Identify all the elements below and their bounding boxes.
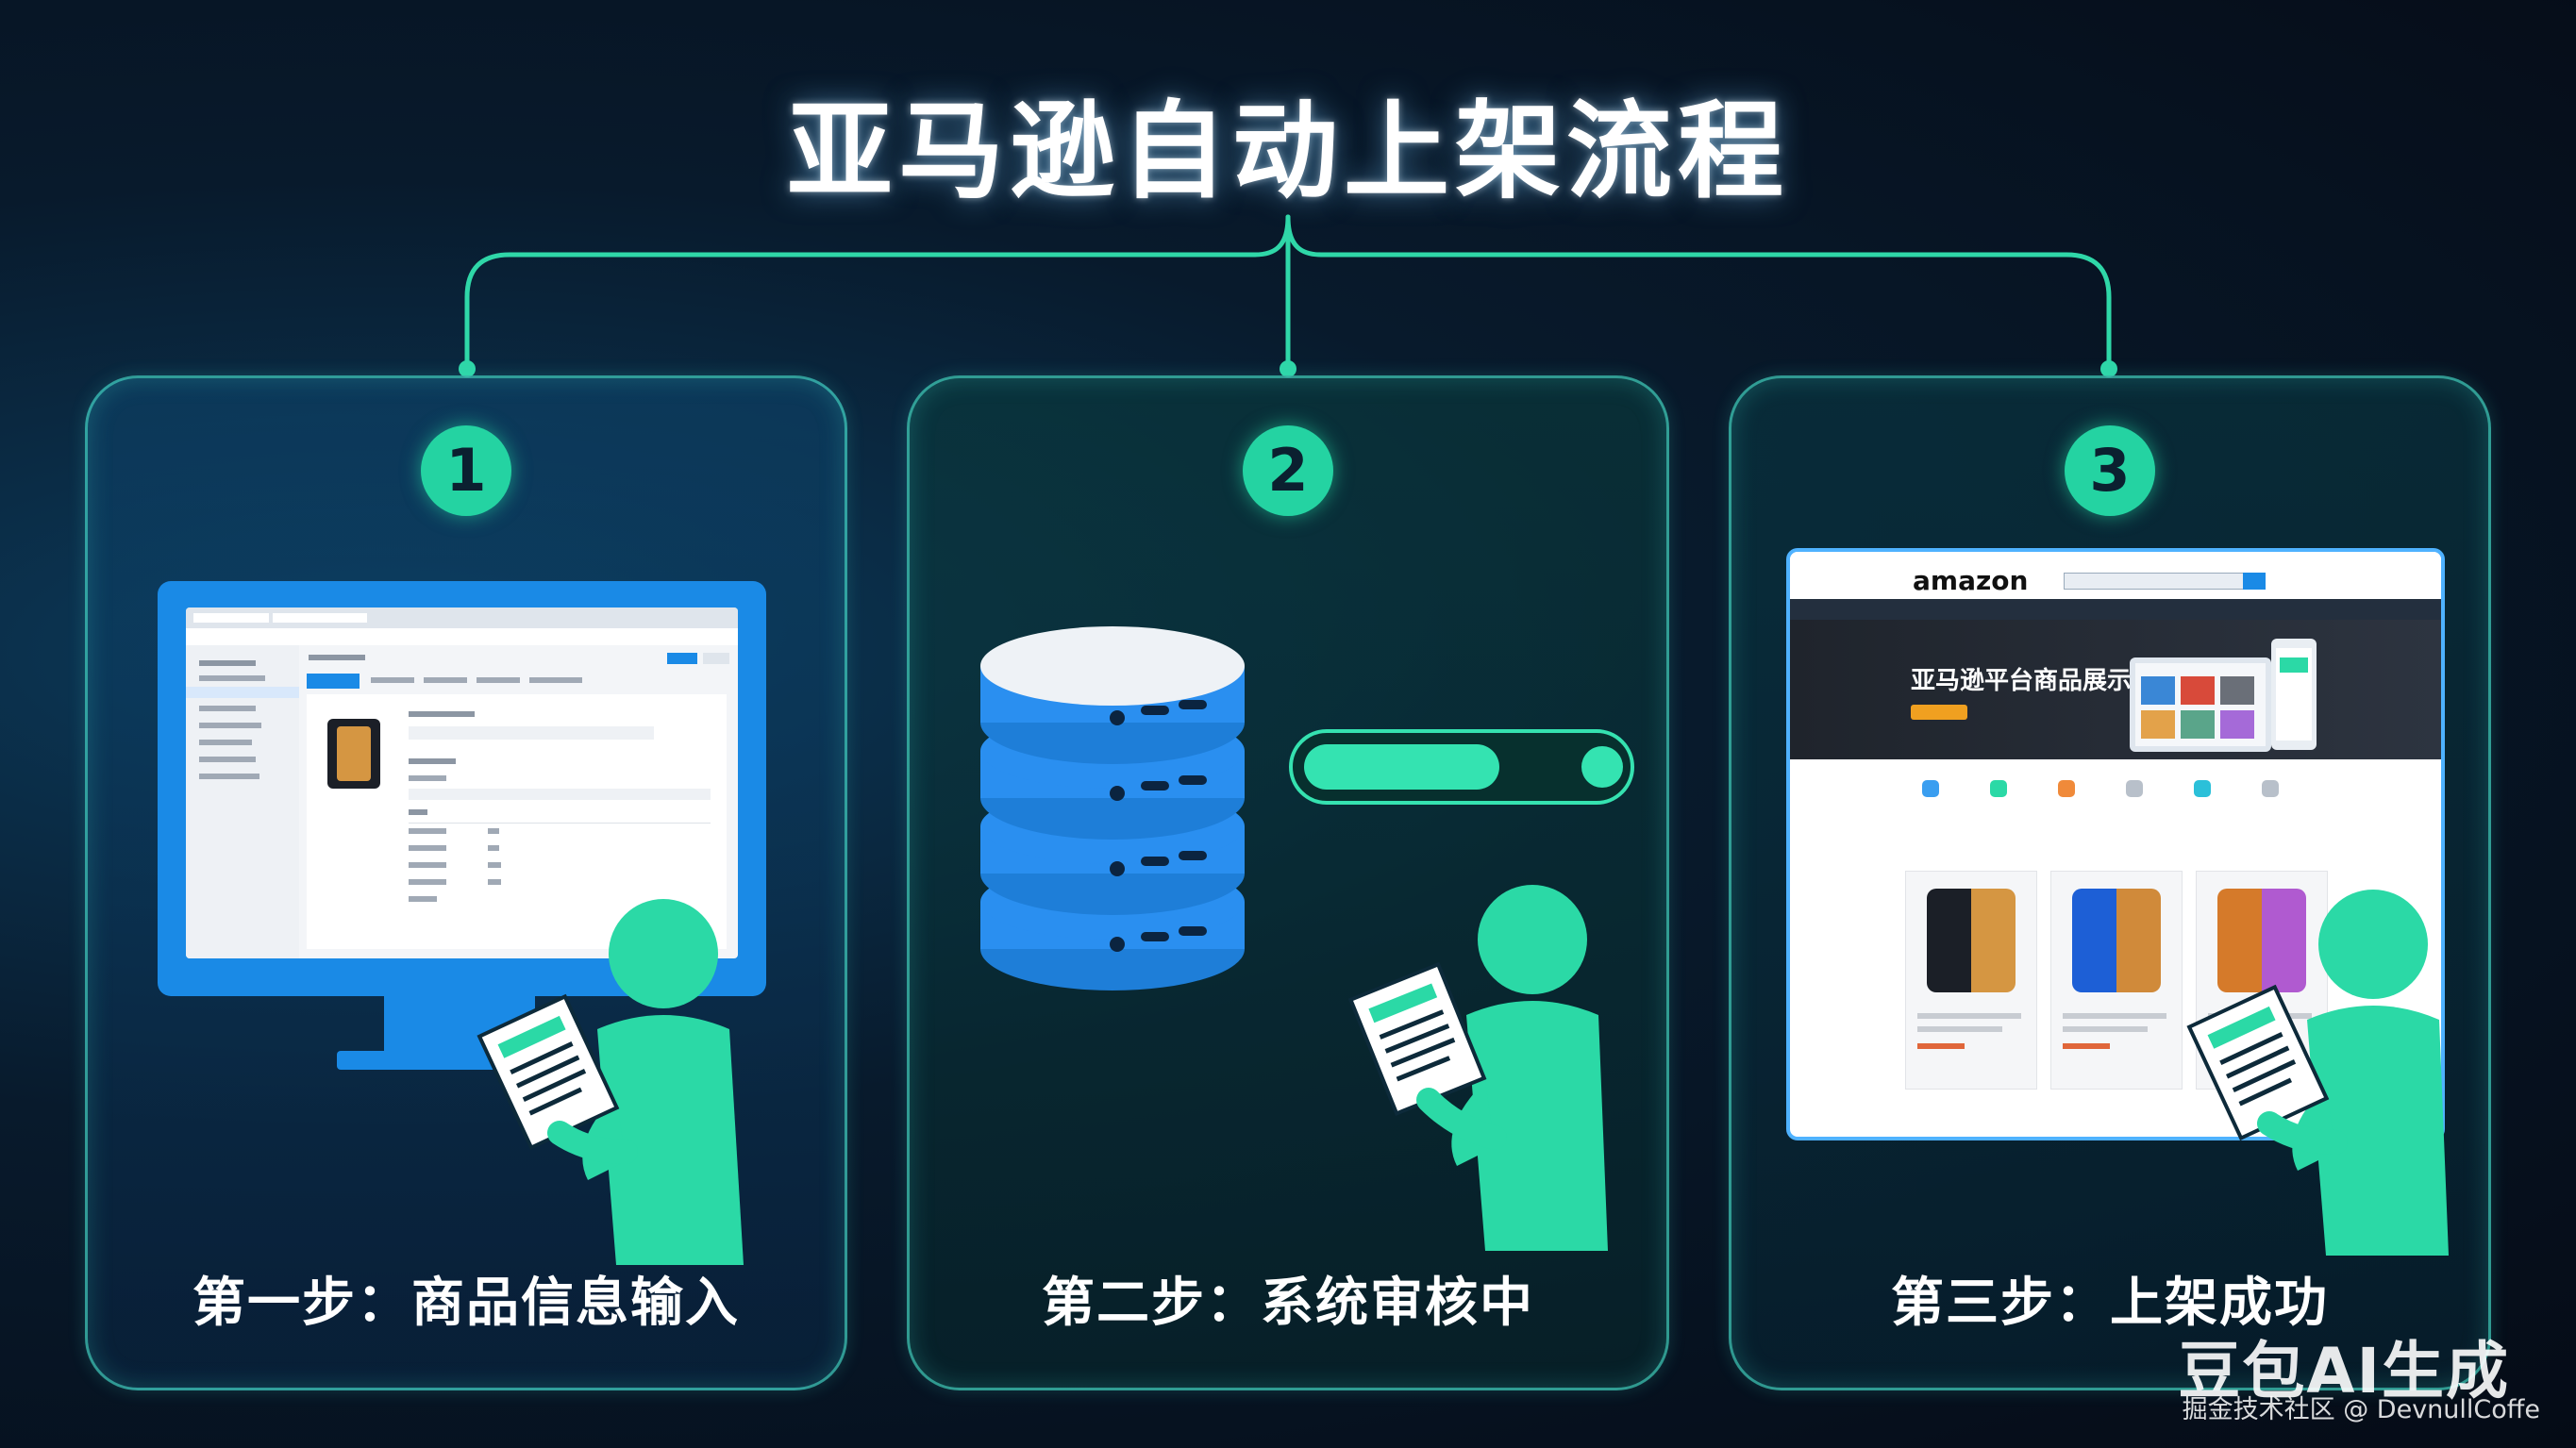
category-icons [1790,759,2441,825]
step-panel-2: 2 [907,375,1669,1390]
step-panel-1: 1 [85,375,847,1390]
monitor-icon [158,581,766,1070]
step-number-2: 2 [1243,425,1333,516]
watermark-main: 豆包AI生成 [2178,1335,2510,1407]
amazon-banner: 亚马逊平台商品展示 [1790,620,2441,759]
person-icon [1347,885,1608,1251]
amazon-logo: amazon [1913,565,2029,596]
progress-fill [1304,744,1499,790]
review-progress-bar [1289,729,1634,805]
product-card [1905,871,2037,1090]
banner-title: 亚马逊平台商品展示 [1911,667,2133,695]
document-icon [477,993,620,1151]
document-icon [1347,961,1487,1116]
flow-connector [459,214,2117,377]
person-icon [477,899,744,1265]
step-number-1: 1 [421,425,511,516]
search-icon [2243,573,2266,590]
watermark-sub: 掘金技术社区 @ DevnullCoffe [2182,1395,2540,1424]
step-label-3: 第三步：上架成功 [1891,1273,2329,1334]
banner-button [1911,705,1967,720]
step-panel-3: 3 amazon 亚马逊平台商品展示 [1729,375,2491,1390]
product-input-form [186,607,738,958]
step-label-1: 第一步：商品信息输入 [192,1273,740,1334]
step-label-2: 第二步：系统审核中 [1042,1273,1534,1334]
database-icon [980,626,1245,990]
step-number-3: 3 [2065,425,2155,516]
person-icon [2186,890,2449,1256]
document-icon [2186,984,2330,1141]
progress-knob [1581,746,1623,788]
amazon-search-bar [2064,573,2245,590]
amazon-nav [1790,599,2441,620]
page-title: 亚马逊自动上架流程 [787,91,1789,213]
product-card [2050,871,2183,1090]
